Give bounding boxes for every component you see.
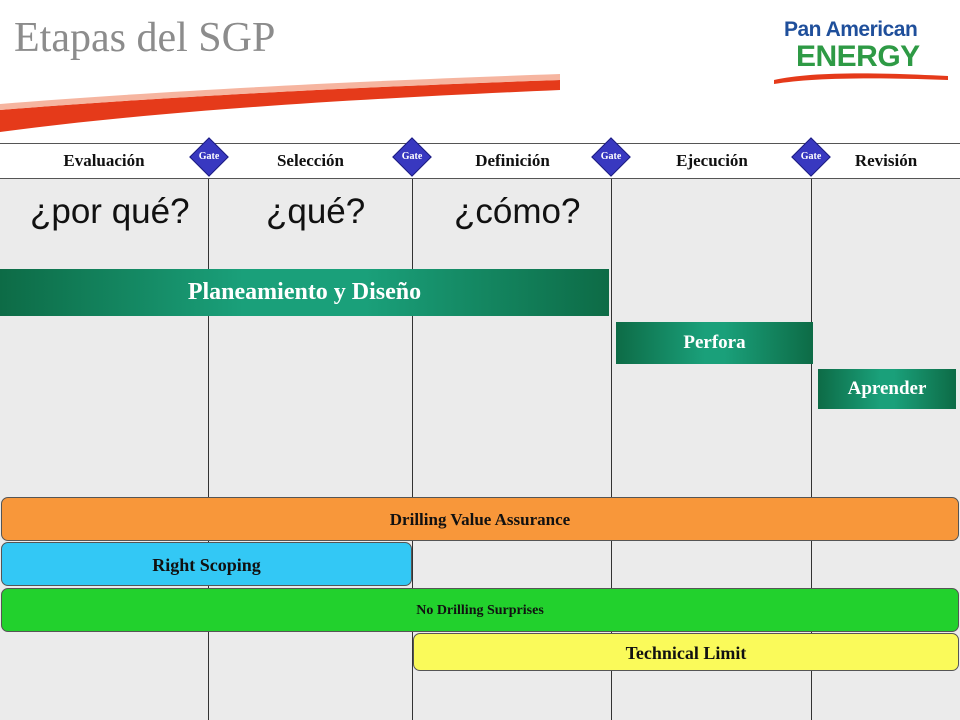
logo-text-energy: ENERGY xyxy=(796,40,920,73)
company-logo: Pan American ENERGY xyxy=(770,14,950,84)
phase-revision: Revisión xyxy=(854,151,918,170)
phase-evaluacion: Evaluación xyxy=(63,151,145,170)
program-right-scoping: Right Scoping xyxy=(1,542,412,586)
phase-seleccion: Selección xyxy=(276,151,345,170)
logo-swoosh-icon xyxy=(774,73,948,84)
question-why: ¿por qué? xyxy=(30,192,190,231)
question-what: ¿qué? xyxy=(266,192,366,231)
phase-divider xyxy=(412,179,413,720)
gate-1: Gate xyxy=(188,136,230,178)
title-swoosh-decoration xyxy=(0,74,560,132)
gate-4: Gate xyxy=(790,136,832,178)
program-technical-limit: Technical Limit xyxy=(413,633,959,671)
phase-divider xyxy=(611,179,612,720)
gate-label: Gate xyxy=(800,151,822,162)
gate-label: Gate xyxy=(600,151,622,162)
program-drilling-value-assurance: Drilling Value Assurance xyxy=(1,497,959,541)
gate-label: Gate xyxy=(198,151,220,162)
program-no-drilling-surprises: No Drilling Surprises xyxy=(1,588,959,632)
page-title: Etapas del SGP xyxy=(14,15,276,61)
activity-perfora: Perfora xyxy=(616,322,813,364)
gate-2: Gate xyxy=(391,136,433,178)
phase-definicion: Definición xyxy=(475,151,550,170)
phase-divider xyxy=(811,179,812,720)
question-how: ¿cómo? xyxy=(454,192,581,231)
phase-ejecucion: Ejecución xyxy=(676,151,748,170)
phase-divider xyxy=(208,179,209,720)
activity-aprender: Aprender xyxy=(818,369,956,409)
gate-3: Gate xyxy=(590,136,632,178)
gate-label: Gate xyxy=(401,151,423,162)
activity-planeamiento: Planeamiento y Diseño xyxy=(0,269,609,316)
logo-text-pan-american: Pan American xyxy=(784,18,918,41)
